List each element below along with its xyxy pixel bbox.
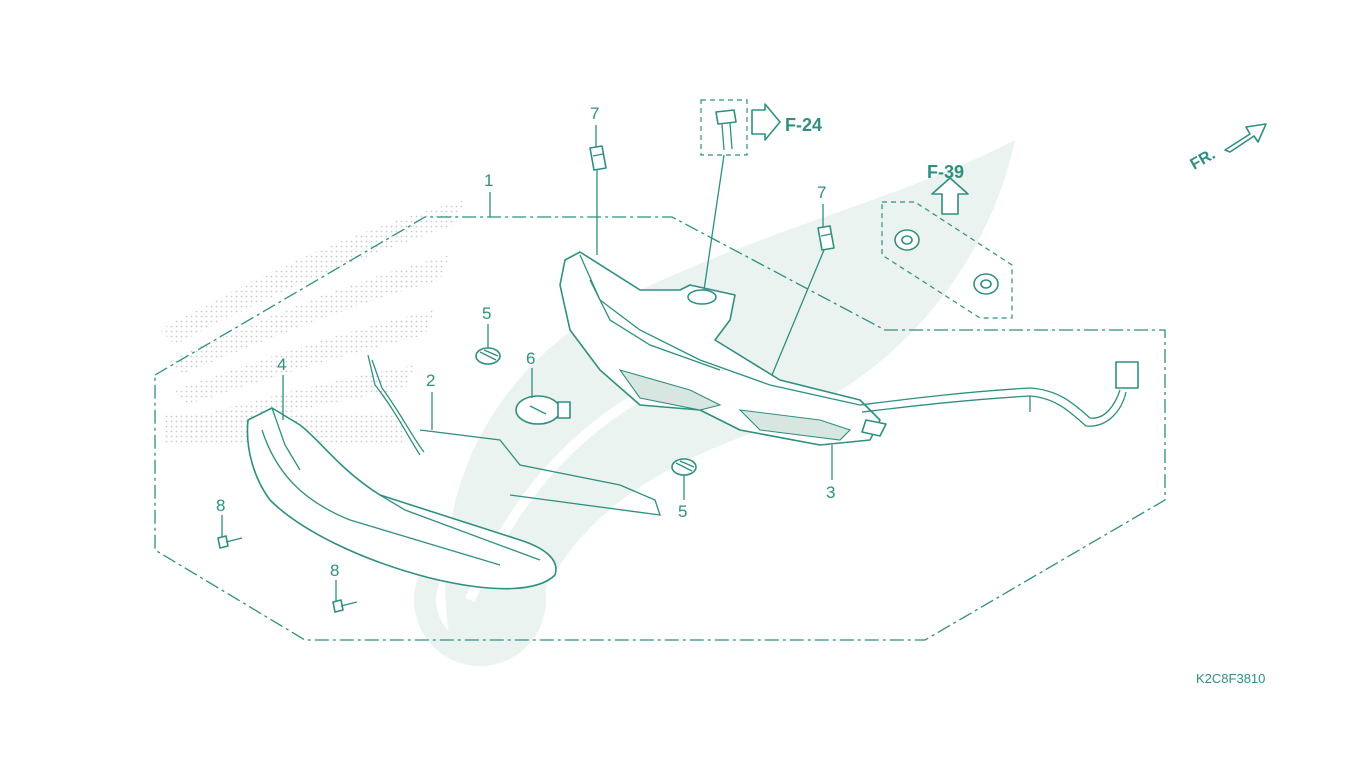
- part-5-socket-a: [475, 347, 501, 365]
- part-3-housing: [559, 251, 1139, 446]
- ref-label-f24: F-24: [785, 115, 822, 135]
- leader-line-bolt: [703, 154, 725, 291]
- part-7-clip-a: [589, 145, 607, 171]
- diagram-code: K2C8F3810: [1196, 671, 1265, 686]
- part-7-clip-b: [817, 225, 835, 251]
- part-2-seal: [367, 354, 661, 516]
- assembly-outline: [154, 216, 1166, 641]
- callout-5b: 5: [678, 502, 687, 521]
- callout-1: 1: [484, 171, 493, 190]
- wing-emblem-watermark: [160, 200, 465, 445]
- part-8-screw-b: [332, 599, 358, 613]
- callout-3: 3: [826, 483, 835, 502]
- part-4-lens: [246, 407, 557, 590]
- ref-f24-group: [700, 99, 781, 156]
- part-8-screw-a: [217, 535, 243, 549]
- leader-line-7b-to-housing: [771, 249, 825, 376]
- callout-5a: 5: [482, 304, 491, 323]
- callout-4: 4: [277, 355, 286, 374]
- part-6-bulb: [515, 395, 571, 425]
- callout-2: 2: [426, 371, 435, 390]
- callout-8a: 8: [216, 496, 225, 515]
- callout-8b: 8: [330, 561, 339, 580]
- front-label: FR.: [1188, 146, 1219, 174]
- part-5-socket-b: [671, 458, 697, 476]
- front-direction-arrow: [1224, 123, 1267, 153]
- ref-f39-group: [881, 177, 1013, 319]
- callout-6: 6: [526, 349, 535, 368]
- callout-7b: 7: [817, 183, 826, 202]
- ref-label-f39: F-39: [927, 162, 964, 182]
- callout-7a: 7: [590, 104, 599, 123]
